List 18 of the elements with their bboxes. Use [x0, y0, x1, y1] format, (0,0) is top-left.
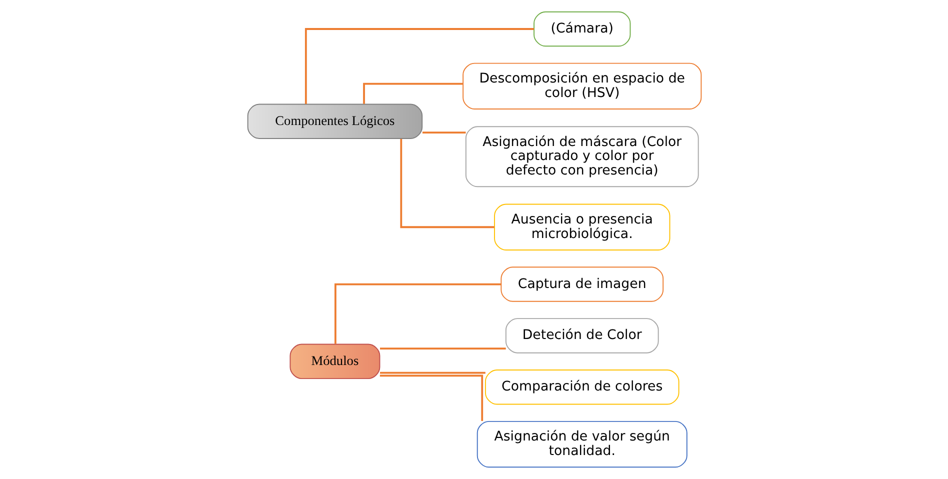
node-box: Comparación de colores [484, 370, 679, 405]
node-box: Asignación de valor según tonalidad. [476, 420, 687, 468]
connector [334, 283, 500, 344]
connector [379, 374, 483, 422]
connector [380, 348, 506, 350]
node-box: Componentes Lógicos [246, 104, 422, 139]
connector [400, 138, 494, 228]
connector [362, 82, 462, 104]
node-box: Ausencia o presencia microbiológica. [494, 204, 670, 250]
connector [422, 132, 466, 134]
connector [380, 372, 485, 374]
node-box: Módulos [289, 344, 380, 380]
connector [304, 28, 534, 104]
node-box: Captura de imagen [500, 266, 664, 302]
node-box: Descomposición en espacio de color (HSV) [462, 62, 702, 110]
node-box: Deteción de Color [504, 318, 658, 354]
node-box: (Cámara) [533, 11, 630, 47]
node-box: Asignación de máscara (Color capturado y color por defecto con presencia) [464, 126, 698, 188]
